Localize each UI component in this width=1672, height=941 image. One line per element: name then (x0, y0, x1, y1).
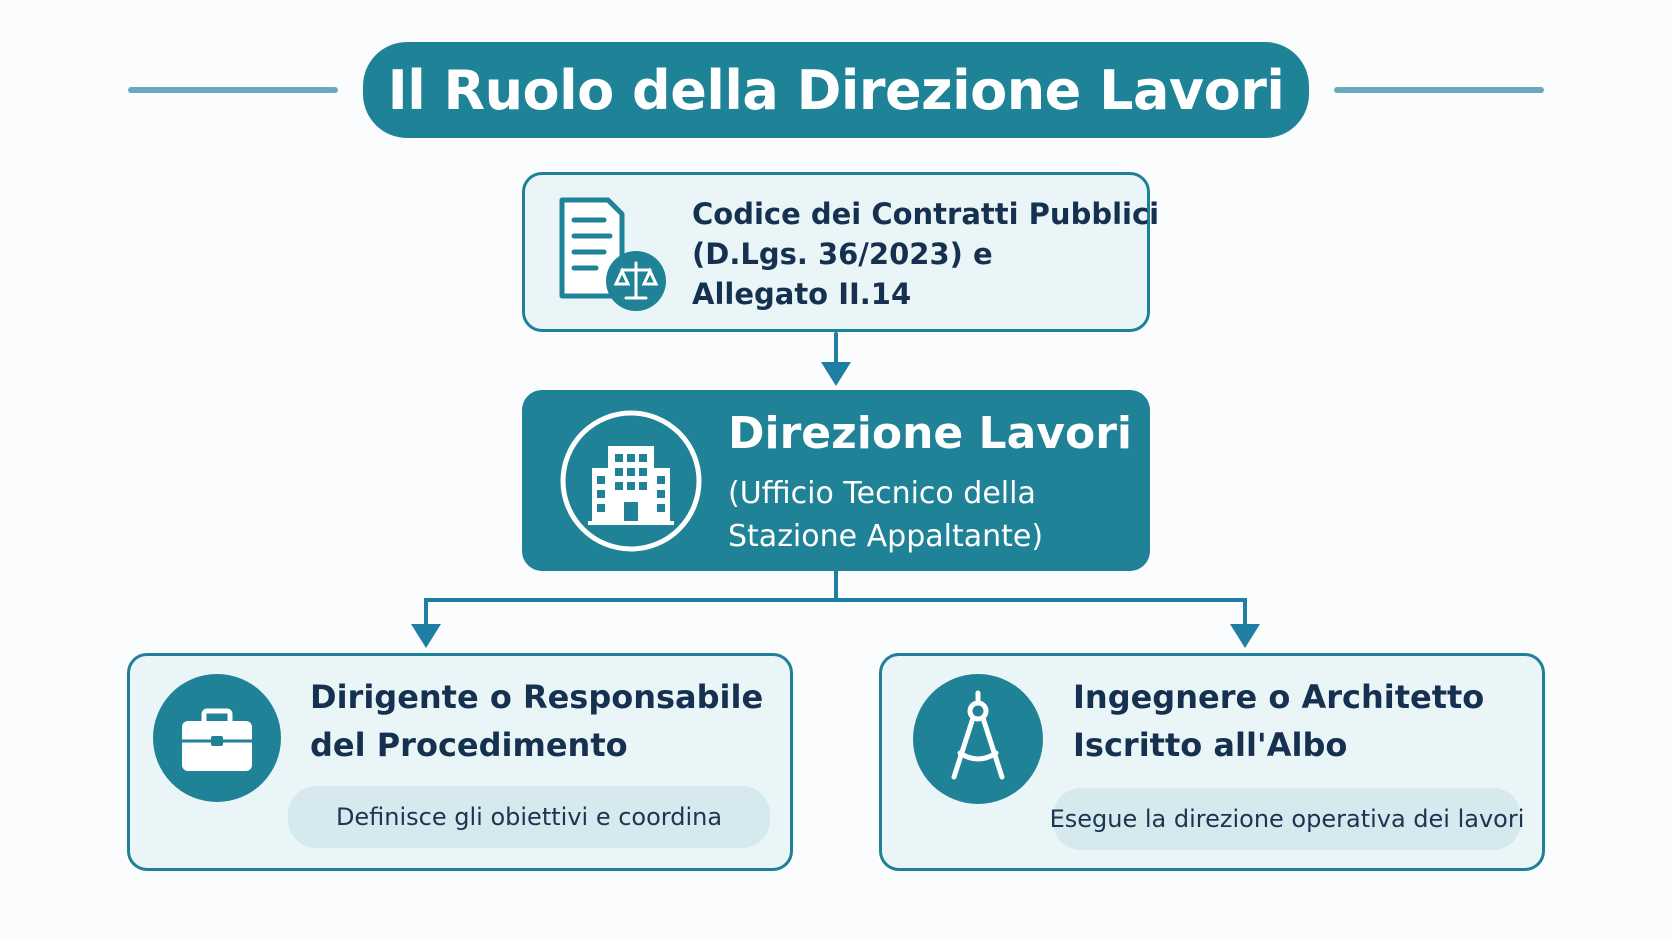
role-description-dirigente: Definisce gli obiettivi e coordina (288, 786, 770, 848)
connector-branch (424, 598, 1247, 628)
compass-icon (913, 674, 1043, 804)
role-title-dirigente: Dirigente o Responsabile del Procediment… (310, 673, 763, 769)
role-title-line: Ingegnere o Architetto (1073, 678, 1485, 716)
document-scale-icon (559, 197, 666, 311)
role-description-ingegnere: Esegue la direzione operativa dei lavori (1050, 788, 1524, 850)
central-subtitle: (Ufficio Tecnico della Stazione Appaltan… (728, 472, 1043, 558)
title-banner: Il Ruolo della Direzione Lavori (363, 42, 1309, 138)
arrowhead-central (821, 362, 851, 386)
legal-source-text: Codice dei Contratti Pubblici (D.Lgs. 36… (692, 194, 1159, 314)
briefcase-icon (153, 674, 281, 802)
central-subtitle-line: Stazione Appaltante) (728, 519, 1044, 554)
role-title-line: Iscritto all'Albo (1073, 726, 1348, 764)
role-title-ingegnere: Ingegnere o Architetto Iscritto all'Albo (1073, 673, 1484, 769)
title-rule-left (128, 87, 338, 93)
arrowhead-left (411, 624, 441, 648)
legal-source-line: Codice dei Contratti Pubblici (692, 197, 1160, 231)
building-icon (560, 410, 702, 552)
arrowhead-right (1230, 624, 1260, 648)
legal-source-line: (D.Lgs. 36/2023) e (692, 237, 993, 271)
central-title: Direzione Lavori (728, 408, 1132, 459)
title-rule-right (1334, 87, 1544, 93)
legal-source-line: Allegato II.14 (692, 277, 912, 311)
role-title-line: Dirigente o Responsabile (310, 678, 764, 716)
page-title: Il Ruolo della Direzione Lavori (387, 58, 1285, 122)
role-title-line: del Procedimento (310, 726, 628, 764)
central-subtitle-line: (Ufficio Tecnico della (728, 476, 1036, 511)
